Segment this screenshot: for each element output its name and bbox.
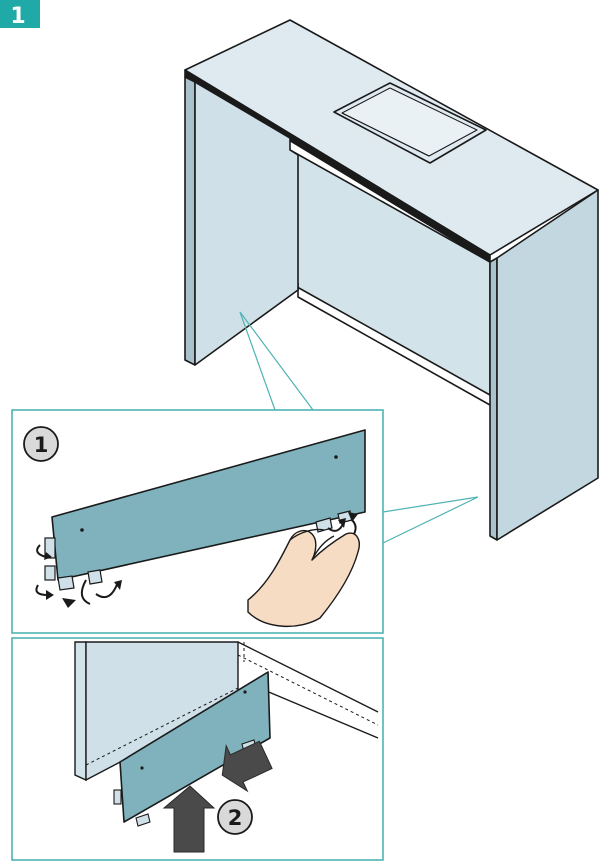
plinth-panel: [51, 429, 366, 581]
panel-clips-left: [44, 537, 103, 591]
cabinet-right-side-face: [489, 257, 498, 541]
rotate-arrow-icon: [35, 512, 358, 608]
step-2-illustration: 2: [74, 641, 379, 853]
step-1-illustration: 1: [23, 426, 366, 627]
step-2-badge: 2: [217, 799, 253, 835]
callout-leaders: [239, 311, 479, 544]
push-arrow-icon: [162, 740, 273, 853]
plinth-panel-installed: [119, 671, 271, 823]
page-marker-number: 1: [10, 4, 25, 29]
page-marker: 1: [0, 0, 40, 29]
hand-icon: [247, 528, 360, 627]
cabinet-right-side: [496, 189, 599, 541]
cabinet-left-side: [184, 76, 196, 366]
step-1-number: 1: [34, 433, 49, 457]
cabinet-side-fragment: [74, 641, 87, 782]
cabinet: [184, 19, 599, 541]
step-2-number: 2: [228, 806, 243, 830]
step-1-badge: 1: [23, 426, 59, 462]
